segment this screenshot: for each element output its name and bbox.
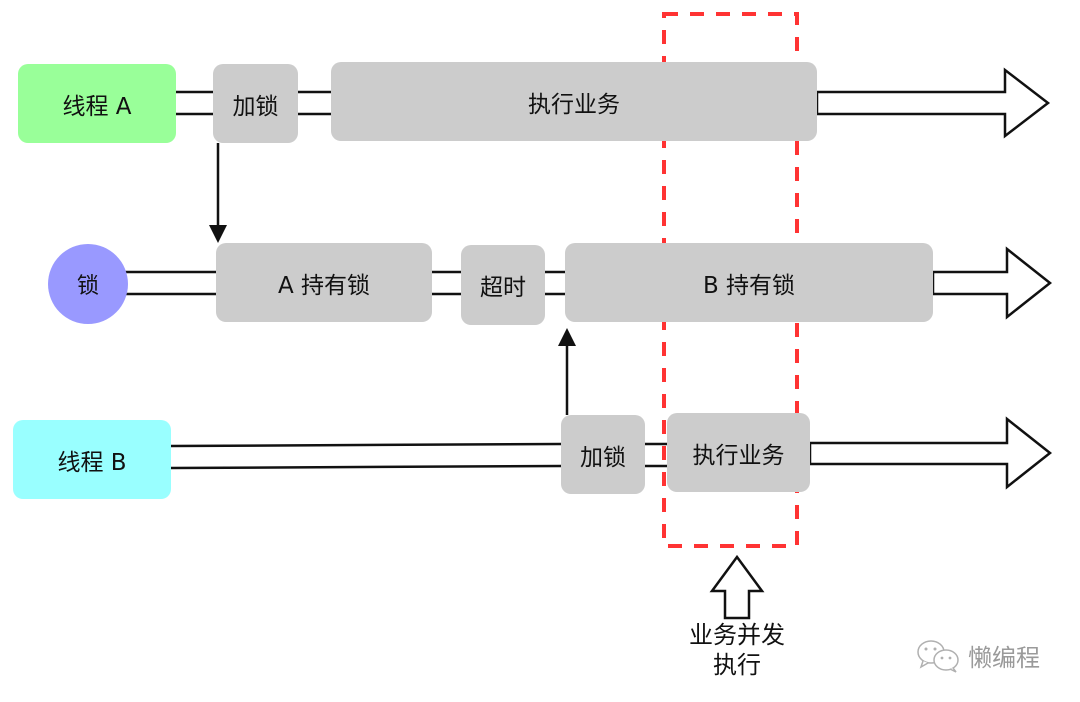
annotation-arrow [709,554,765,620]
thread-b-timeline [170,442,667,470]
step-label: 加锁 [580,444,626,471]
wechat-icon [917,639,959,673]
thread-b-acquire-lock-step: 加锁 [561,415,645,494]
annotation-line-1: 业务并发 [689,621,785,649]
b-holds-lock-step: B 持有锁 [565,243,933,322]
lock-node: 锁 [48,244,128,324]
connector-b-to-lock [558,328,576,415]
connector-a-to-lock [209,143,227,243]
thread-b-label: 线程 B [57,449,127,476]
watermark-text: 懒编程 [968,644,1040,672]
lock-arrow [931,246,1053,320]
step-label: 执行业务 [692,442,785,469]
a-holds-lock-step: A 持有锁 [216,243,432,322]
step-label: B 持有锁 [702,272,796,299]
step-label: 执行业务 [528,91,620,118]
watermark: 懒编程 [916,638,1040,673]
thread-b-arrow [808,416,1053,490]
thread-b-execute-step: 执行业务 [667,413,810,492]
thread-b-node: 线程 B [13,420,171,499]
lock-timeline [125,270,565,296]
concurrent-annotation: 业务并发 执行 [667,620,807,680]
thread-a-execute-step: 执行业务 [331,62,817,141]
lock-label: 锁 [76,274,99,299]
step-label: 加锁 [232,93,279,120]
step-label: 超时 [480,275,526,301]
thread-a-label: 线程 A [62,93,132,120]
annotation-line-2: 执行 [713,651,761,679]
timeout-step: 超时 [461,245,545,325]
thread-a-node: 线程 A [18,64,176,143]
thread-a-arrow [815,67,1051,139]
step-label: A 持有锁 [277,272,371,299]
thread-a-timeline [176,90,331,116]
thread-a-acquire-lock-step: 加锁 [213,64,298,143]
